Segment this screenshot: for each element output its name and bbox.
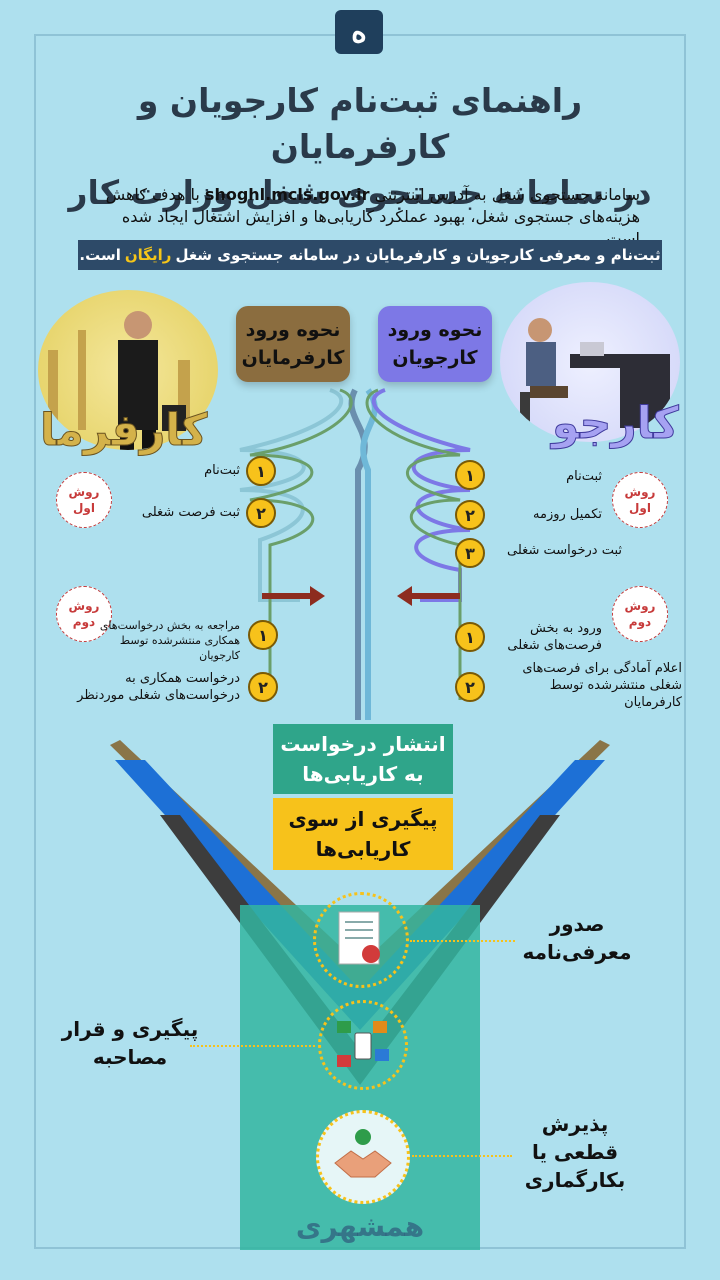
employer-entry-card: نحوه ورود کارفرمایان xyxy=(236,306,350,382)
office-worker-icon xyxy=(520,318,670,432)
employer-method1-badge: روش اول xyxy=(56,472,112,528)
publish-request-box: انتشار درخواست به کاریابی‌ها xyxy=(273,724,453,794)
employer-role-title: کارفرما xyxy=(39,405,208,457)
jobseeker-step-number: ۱ xyxy=(455,622,485,652)
employer-step-label: ثبت‌نام xyxy=(204,463,240,478)
stage-referral-letter: صدور معرفی‌نامه xyxy=(522,912,632,964)
jobseeker-step-label: ورود به بخش فرصت‌های شغلی xyxy=(507,621,602,653)
jobseeker-step-label: اعلام آمادگی برای فرصت‌های شغلی منتشرشده… xyxy=(522,661,682,710)
site-url: shoghl.mcls.gov.ir xyxy=(204,185,370,204)
free-registration-banner: ثبت‌نام و معرفی کارجویان و کارفرمایان در… xyxy=(78,240,662,270)
jobseeker-step-label: تکمیل روزمه xyxy=(533,507,602,522)
employer-step-number: ۱ xyxy=(248,620,278,650)
employer-step-label: مراجعه به بخش درخواست‌های همکاری منتشرشد… xyxy=(99,619,240,662)
jobseeker-method2-badge: روش دوم xyxy=(612,586,668,642)
jobseeker-step-label: ثبت درخواست شغلی xyxy=(507,543,622,558)
jobseeker-step-number: ۳ xyxy=(455,538,485,568)
employer-step-label: ثبت فرصت شغلی xyxy=(141,505,240,520)
page-title: راهنمای ثبت‌نام کارجویان و کارفرمایان در… xyxy=(60,78,660,216)
jobseeker-step-number: ۲ xyxy=(455,500,485,530)
agency-followup-box: پیگیری از سوی کاریابی‌ها xyxy=(273,798,453,870)
stage-final-hiring: پذیرش قطعی یا بکارگماری xyxy=(524,1112,626,1192)
jobseeker-step-label: ثبت‌نام xyxy=(566,469,602,484)
employer-step-label: درخواست همکاری به درخواست‌های شغلی موردن… xyxy=(77,671,240,703)
employer-step-number: ۲ xyxy=(248,672,278,702)
communication-icon xyxy=(318,1000,408,1090)
hamshahri-logo: ه xyxy=(335,10,383,54)
employer-step-number: ۲ xyxy=(246,498,276,528)
certificate-icon xyxy=(313,892,409,988)
hamshahri-watermark: همشهری xyxy=(295,1210,425,1243)
employer-method2-badge: روش دوم xyxy=(56,586,112,642)
jobseeker-role-title: کارجو xyxy=(552,398,679,450)
jobseeker-entry-card: نحوه ورود کارجویان xyxy=(378,306,492,382)
jobseeker-illustration xyxy=(500,282,680,442)
jobseeker-method1-badge: روش اول xyxy=(612,472,668,528)
employer-step-number: ۱ xyxy=(246,456,276,486)
jobseeker-step-number: ۱ xyxy=(455,460,485,490)
title-line-1: راهنمای ثبت‌نام کارجویان و کارفرمایان xyxy=(137,81,583,166)
employer-illustration xyxy=(38,290,218,450)
handshake-icon xyxy=(316,1110,410,1204)
stage-interview-followup: پیگیری و قرار مصاحبه xyxy=(61,1017,199,1069)
businessman-icon xyxy=(48,311,190,450)
title-line-2: در سامانه جستجوی شغل وزارت کار xyxy=(68,173,652,212)
jobseeker-step-number: ۲ xyxy=(455,672,485,702)
